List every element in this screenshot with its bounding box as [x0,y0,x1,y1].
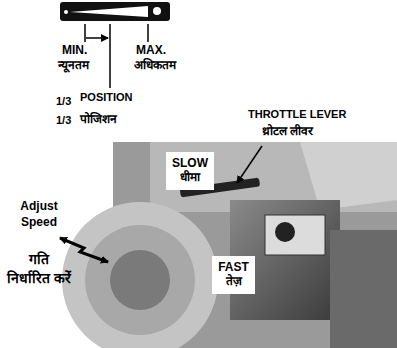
callout-label: न्यूनतम [58,59,89,73]
tick-line [84,24,86,42]
speed-text: FAST [212,261,255,275]
callout-label: MAX. [136,44,166,58]
engine-flywheel [62,202,218,348]
engine-cover [300,142,397,210]
scale-icon [64,10,68,14]
callout-label: MIN. [62,44,87,58]
callout-label: THROTTLE LEVER [248,108,346,121]
scale-bar [60,2,170,21]
speed-box: FASTतेज़ [212,256,255,294]
range-arrow [86,37,108,39]
speed-text: धीमा [166,171,214,185]
callout-label: थ्रोटल लीवर [262,125,313,139]
tick-line [109,24,111,88]
callout-label: POSITION [80,91,133,104]
adjust-arrow [60,238,108,262]
speed-text: SLOW [166,157,214,171]
speed-box: SLOWधीमा [166,152,214,190]
engine-flywheel [85,225,195,335]
callout-label: गति निर्धारित करें [6,250,72,288]
callout-label: अधिकतम [134,59,176,73]
scale-wedge [70,6,148,17]
speed-text: तेज़ [212,275,255,289]
adjust-screw [275,222,295,242]
callout-label: 1/3 [56,95,71,108]
callout-label: 1/3 [56,114,71,127]
linkage-plate [265,215,325,255]
callout-label: पोजिशन [80,113,117,127]
callout-label: Adjust Speed [4,198,74,230]
engine-side [330,230,397,348]
engine-hub [110,250,170,310]
tick-line [147,24,149,42]
leader-line [237,146,262,183]
scale-icon [153,7,161,15]
